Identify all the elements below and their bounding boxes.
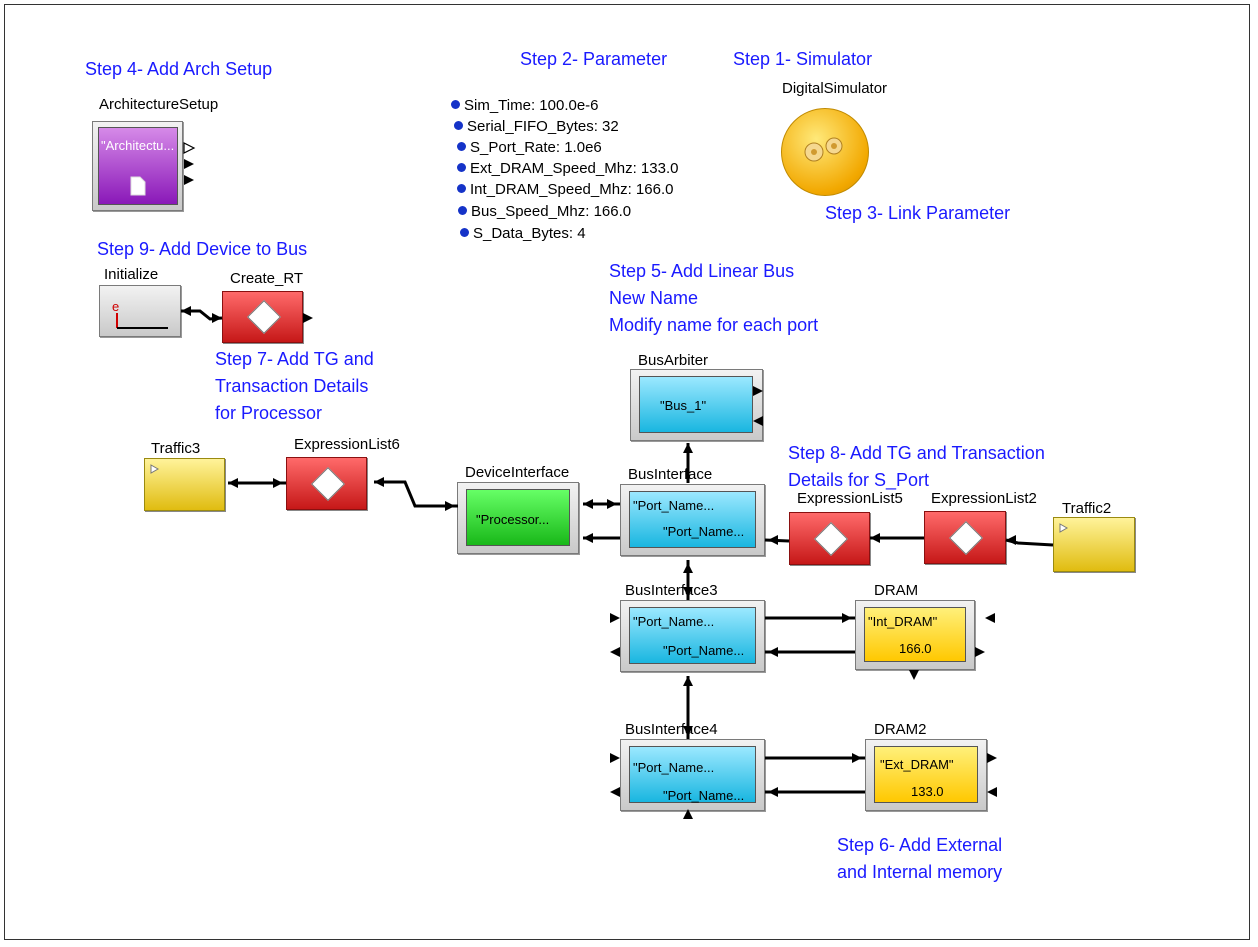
port-name-text: "Port_Name... (633, 498, 715, 513)
architecture-setup-block[interactable]: "Architectu... (92, 121, 183, 211)
step7-line1: Step 7- Add TG and (215, 349, 374, 369)
expressionlist6-label: ExpressionList6 (294, 436, 400, 453)
step8-line1: Step 8- Add TG and Transaction (788, 443, 1045, 463)
step5-line3: Modify name for each port (609, 315, 819, 335)
svg-text:e: e (112, 299, 119, 314)
bus-interface-label: BusInterface (628, 466, 713, 483)
expressionlist6-block[interactable] (286, 457, 367, 510)
dram-block[interactable]: "Int_DRAM" 166.0 (855, 600, 975, 670)
bus-interface4-label: BusInterface4 (625, 721, 718, 738)
dram-label: DRAM (874, 582, 919, 599)
port-name-text: "Port_Name... (633, 614, 715, 629)
expressionlist2-block[interactable] (924, 511, 1006, 564)
port-name-text: "Port_Name... (663, 643, 745, 658)
dram-body: "Int_DRAM" 166.0 (864, 607, 966, 662)
step7-line3: for Processor (215, 403, 323, 423)
bus-interface3-body: "Port_Name... "Port_Name... (629, 607, 756, 664)
step6-line1: Step 6- Add External (837, 835, 1003, 855)
traffic3-label: Traffic3 (151, 440, 201, 457)
param-bullet-icon (457, 163, 466, 172)
param-item[interactable]: Int_DRAM_Speed_Mhz: 166.0 (457, 181, 673, 198)
step7-line2: Transaction Details (215, 376, 369, 396)
initialize-icon: e (112, 299, 168, 329)
bus-arbiter-text: "Bus_1" (660, 398, 707, 413)
create-rt-label: Create_RT (230, 270, 304, 287)
device-interface-text: "Processor... (476, 512, 550, 527)
param-item[interactable]: S_Data_Bytes: 4 (460, 225, 586, 242)
step8-line2: Details for S_Port (788, 470, 930, 490)
param-bullet-icon (451, 100, 460, 109)
traffic2-label: Traffic2 (1062, 500, 1112, 517)
dram-speed-text: 166.0 (899, 641, 932, 656)
bus-interface4-body: "Port_Name... "Port_Name... (629, 746, 756, 803)
dram2-block[interactable]: "Ext_DRAM" 133.0 (865, 739, 987, 811)
device-interface-body: "Processor... (466, 489, 570, 546)
param-item[interactable]: Serial_FIFO_Bytes: 32 (454, 118, 619, 135)
bus-interface4-block[interactable]: "Port_Name... "Port_Name... (620, 739, 765, 811)
step4-label: Step 4- Add Arch Setup (85, 59, 273, 79)
architecture-setup-label: ArchitectureSetup (99, 96, 219, 113)
bus-interface-body: "Port_Name... "Port_Name... (629, 491, 756, 548)
step1-label: Step 1- Simulator (733, 49, 873, 69)
dram2-name-text: "Ext_DRAM" (880, 757, 954, 772)
bus-arbiter-label: BusArbiter (638, 352, 709, 369)
play-icon (150, 464, 160, 474)
document-icon (130, 176, 146, 196)
bus-interface3-label: BusInterface3 (625, 582, 718, 599)
param-bullet-icon (454, 121, 463, 130)
bus-interface-block[interactable]: "Port_Name... "Port_Name... (620, 484, 765, 556)
param-item[interactable]: S_Port_Rate: 1.0e6 (457, 139, 602, 156)
expressionlist2-label: ExpressionList2 (931, 490, 1037, 507)
dram2-body: "Ext_DRAM" 133.0 (874, 746, 978, 803)
param-bullet-icon (458, 206, 467, 215)
step2-label: Step 2- Parameter (520, 49, 668, 69)
expressionlist5-block[interactable] (789, 512, 870, 565)
param-bullet-icon (457, 142, 466, 151)
param-item[interactable]: Bus_Speed_Mhz: 166.0 (458, 203, 631, 220)
architecture-setup-body: "Architectu... (98, 127, 178, 205)
port-name-text: "Port_Name... (663, 524, 745, 539)
dram-name-text: "Int_DRAM" (868, 614, 938, 629)
step5-line1: Step 5- Add Linear Bus (609, 261, 795, 281)
device-interface-label: DeviceInterface (465, 464, 570, 481)
step9-label: Step 9- Add Device to Bus (97, 239, 308, 259)
dram2-speed-text: 133.0 (911, 784, 944, 799)
param-item[interactable]: Ext_DRAM_Speed_Mhz: 133.0 (457, 160, 678, 177)
digital-simulator-block[interactable] (781, 108, 869, 196)
digital-simulator-label: DigitalSimulator (782, 80, 888, 97)
dram2-label: DRAM2 (874, 721, 927, 738)
step5-line2: New Name (609, 288, 699, 308)
expressionlist5-label: ExpressionList5 (797, 490, 903, 507)
architecture-setup-text: "Architectu... (101, 138, 175, 153)
bus-arbiter-block[interactable]: "Bus_1" (630, 369, 763, 441)
initialize-label: Initialize (104, 266, 159, 283)
port-name-text: "Port_Name... (633, 760, 715, 775)
param-bullet-icon (457, 184, 466, 193)
gears-icon (804, 137, 843, 162)
param-item[interactable]: Sim_Time: 100.0e-6 (451, 97, 599, 114)
step3-label: Step 3- Link Parameter (825, 203, 1011, 223)
port-name-text: "Port_Name... (663, 788, 745, 803)
play-icon (1059, 523, 1069, 533)
bus-arbiter-body: "Bus_1" (639, 376, 753, 433)
param-bullet-icon (460, 228, 469, 237)
initialize-block[interactable]: e (99, 285, 181, 337)
traffic2-block[interactable] (1053, 517, 1135, 572)
device-interface-block[interactable]: "Processor... (457, 482, 579, 554)
bus-interface3-block[interactable]: "Port_Name... "Port_Name... (620, 600, 765, 672)
step6-line2: and Internal memory (837, 862, 1003, 882)
traffic3-block[interactable] (144, 458, 225, 511)
create-rt-block[interactable] (222, 291, 303, 343)
